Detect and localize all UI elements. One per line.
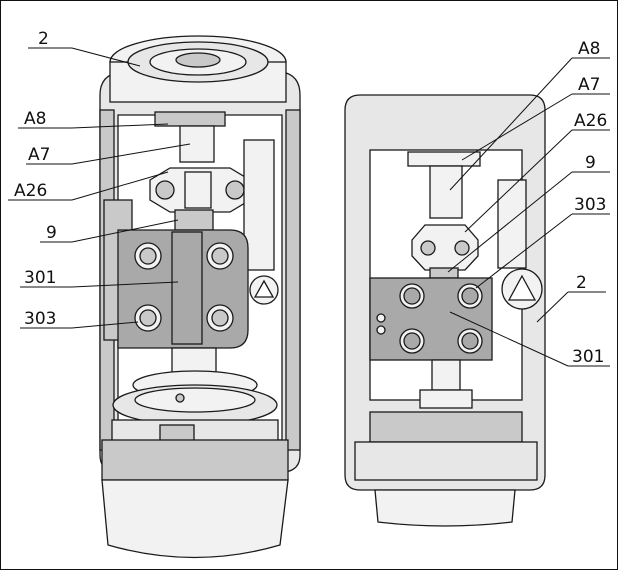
label-right-9: 9: [585, 153, 596, 173]
label-left-9: 9: [46, 223, 57, 243]
label-left-a26: A26: [14, 181, 47, 201]
label-right-a8: A8: [578, 39, 600, 59]
label-right-301: 301: [572, 347, 604, 367]
label-right-303: 303: [574, 195, 606, 215]
label-right-2: 2: [576, 273, 587, 293]
right-unit: [344, 94, 546, 527]
left-unit: [99, 35, 301, 559]
label-left-a8: A8: [24, 109, 46, 129]
label-left-a7: A7: [28, 145, 50, 165]
label-right-a7: A7: [578, 75, 600, 95]
callout-labels: 2 A8 A7 A26 9 301 303 A8 A7 A26 9 303 2 …: [14, 29, 607, 367]
leader-lines: [8, 47, 610, 367]
label-left-2: 2: [38, 29, 49, 49]
label-right-a26: A26: [574, 111, 607, 131]
label-left-303: 303: [24, 309, 56, 329]
label-left-301: 301: [24, 268, 56, 288]
